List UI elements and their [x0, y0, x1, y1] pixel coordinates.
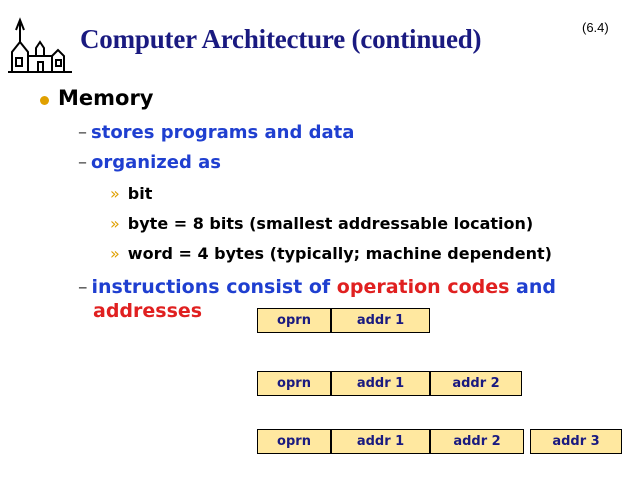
sub-point-byte: » byte = 8 bits (smallest addressable loc… [110, 214, 533, 233]
page-title: Computer Architecture (continued) [80, 24, 482, 54]
point-text: organized as [91, 152, 221, 173]
sub-marker: » [110, 244, 120, 263]
point-instructions: –instructions consist of operation codes… [78, 276, 556, 298]
format1-oprn-field: oprn [257, 308, 331, 333]
instructions-and: and [509, 276, 557, 298]
castle-logo-icon [8, 17, 72, 73]
sub-point-bit: » bit [110, 184, 152, 203]
sub-point-word: » word = 4 bytes (typically; machine depe… [110, 244, 552, 263]
sub-marker: » [110, 214, 120, 233]
slide-number: (6.4) [582, 20, 609, 35]
sub-point-text: word = 4 bytes (typically; machine depen… [127, 244, 552, 263]
sub-point-text: byte = 8 bits (smallest addressable loca… [127, 214, 534, 233]
dash-marker: – [78, 276, 88, 298]
addresses-highlight: addresses [93, 300, 203, 322]
sub-point-text: bit [127, 184, 153, 203]
operation-codes-highlight: operation codes [336, 276, 510, 298]
point-organized: –organized as [78, 152, 221, 173]
dash-marker: – [78, 122, 87, 143]
format3-addr1-field: addr 1 [331, 429, 430, 454]
format2-addr1-field: addr 1 [331, 371, 430, 396]
point-instructions-cont: addresses [93, 300, 202, 322]
sub-marker: » [110, 184, 120, 203]
format3-addr3-field: addr 3 [530, 429, 622, 454]
section-heading: Memory [58, 86, 154, 110]
point-programs-data: –stores programs and data [78, 122, 354, 143]
format2-oprn-field: oprn [257, 371, 331, 396]
format3-addr2-field: addr 2 [430, 429, 524, 454]
bullet-dot-icon [40, 96, 49, 105]
point-text: stores programs and data [91, 122, 355, 143]
format3-oprn-field: oprn [257, 429, 331, 454]
dash-marker: – [78, 152, 87, 173]
format1-addr1-field: addr 1 [331, 308, 430, 333]
instructions-text: instructions consist of [91, 276, 337, 298]
format2-addr2-field: addr 2 [430, 371, 522, 396]
